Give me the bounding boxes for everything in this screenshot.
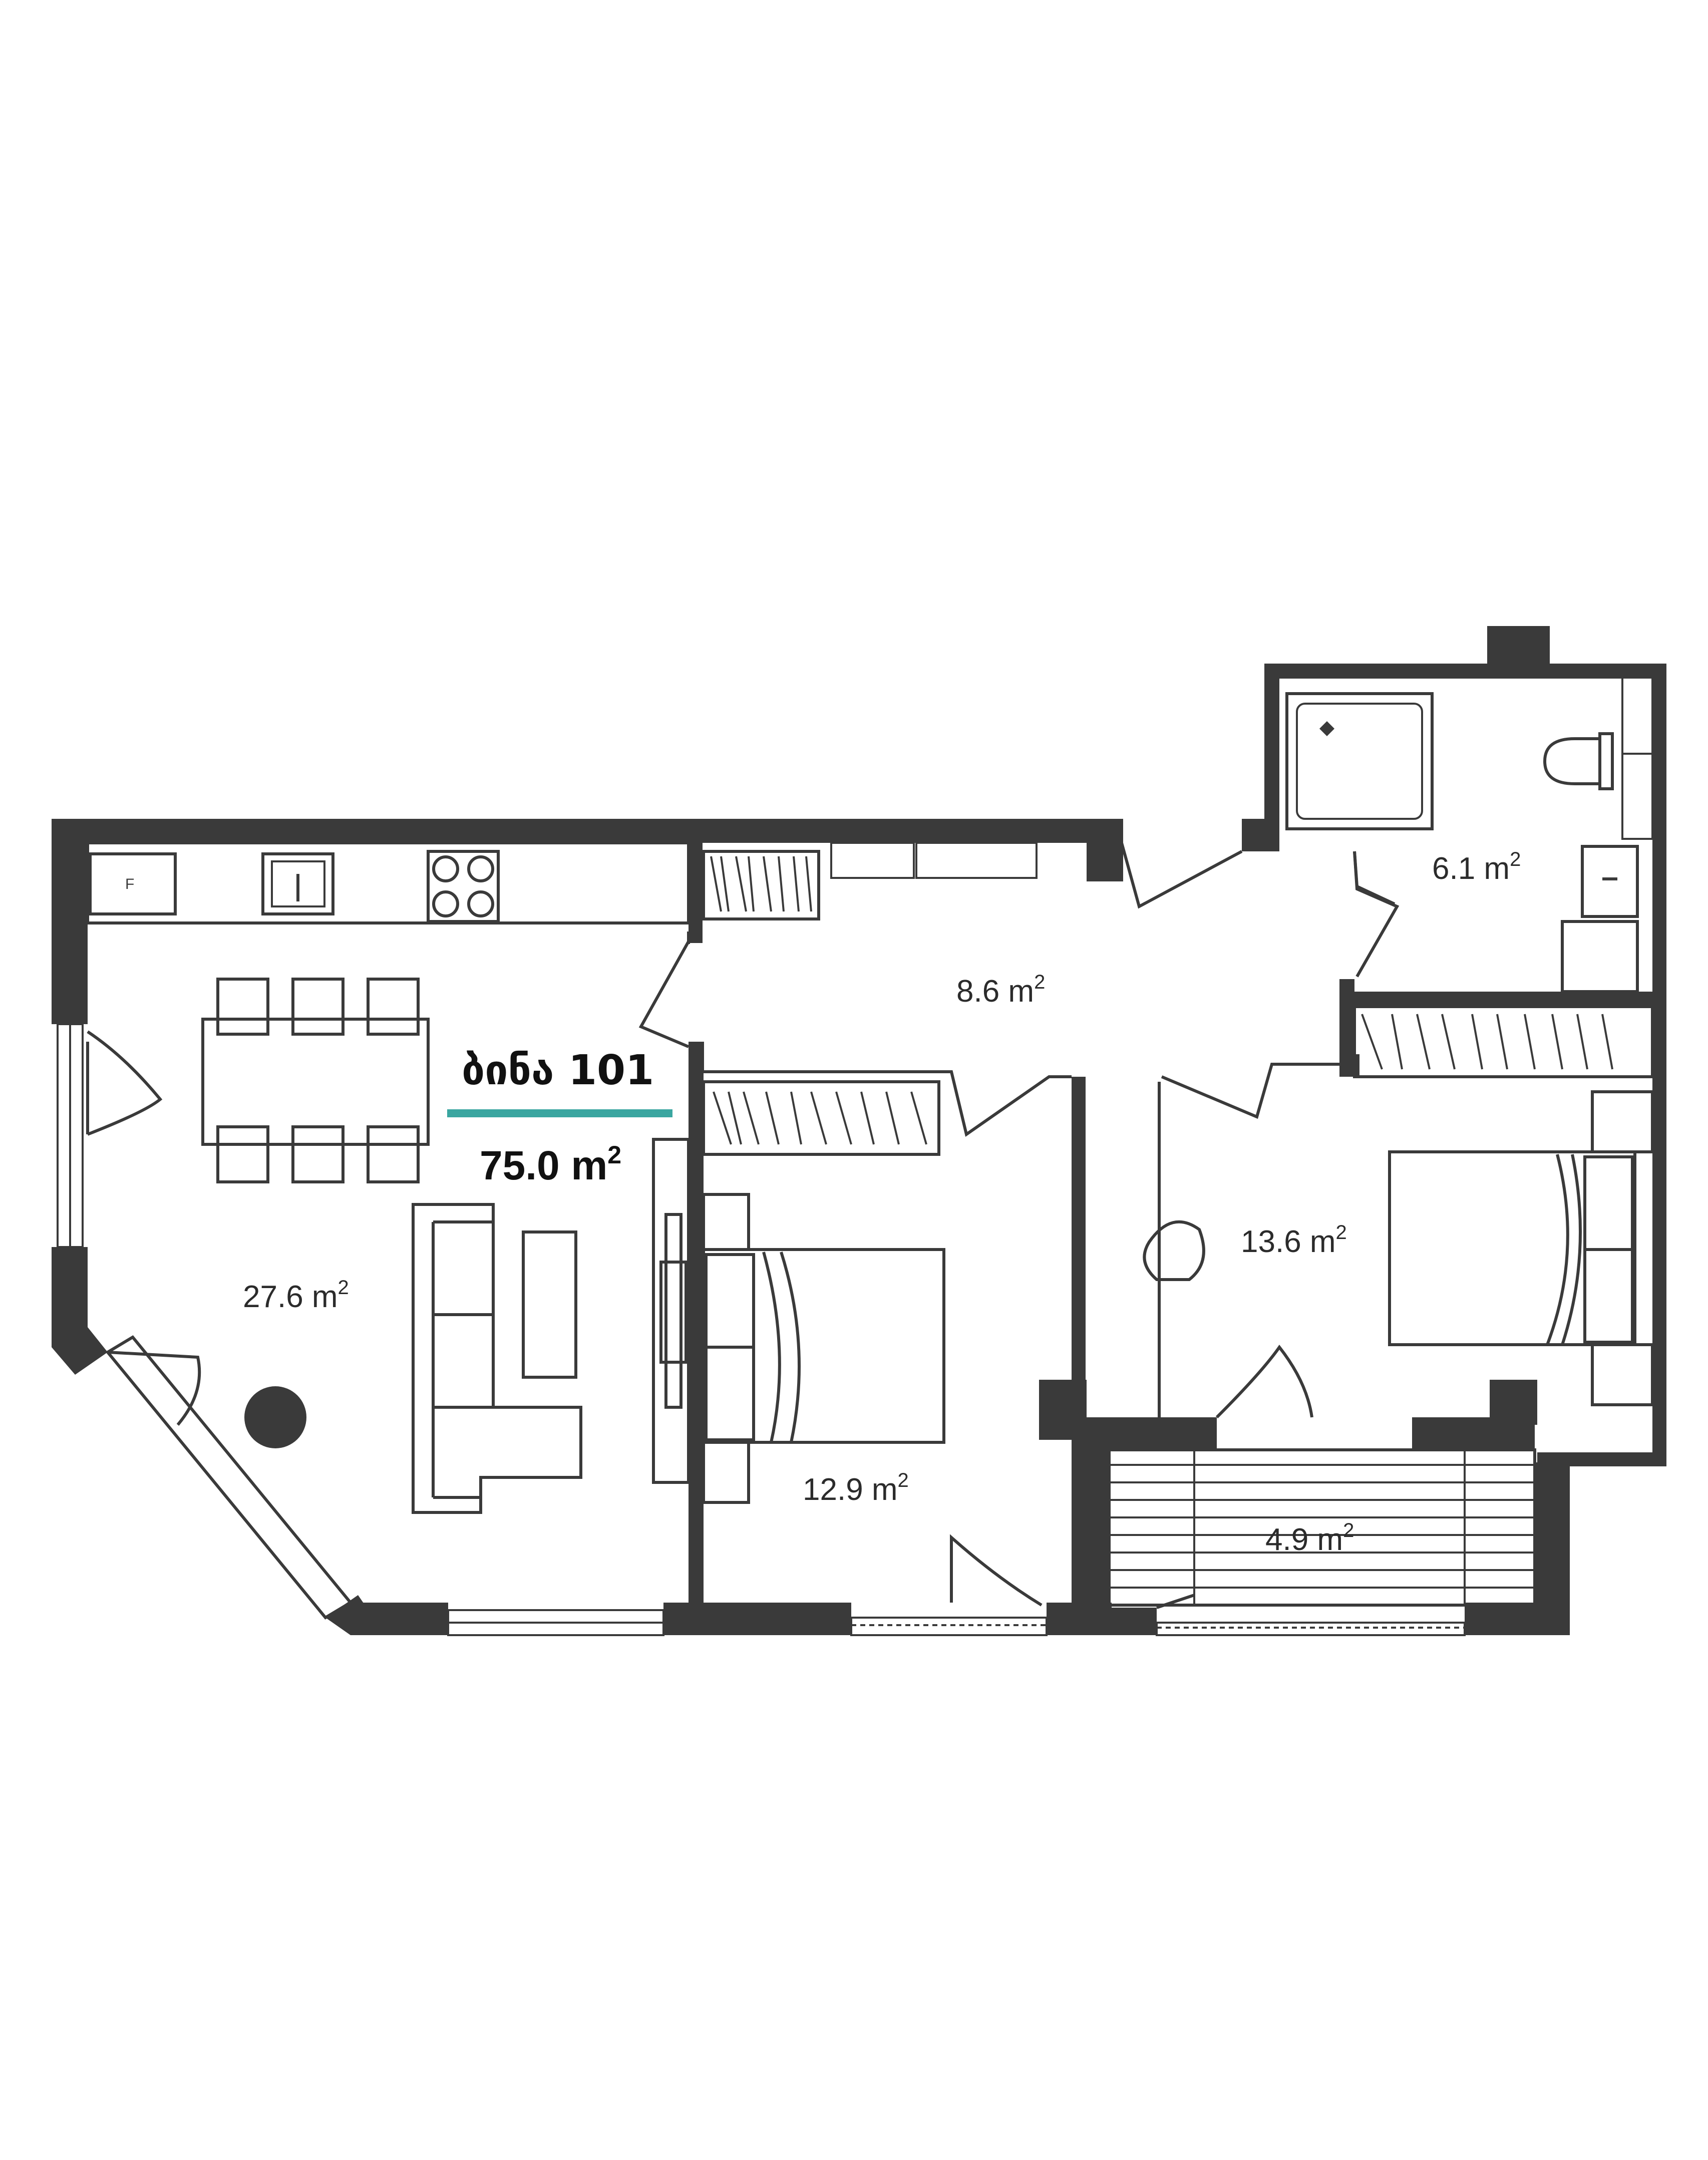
sink (261, 852, 334, 915)
sofa (412, 1203, 582, 1514)
dining-set (201, 978, 430, 1183)
windows (57, 673, 1653, 1636)
stove (427, 850, 500, 923)
bath-sink (1581, 845, 1639, 918)
wall-top-left-end (1087, 819, 1123, 881)
wall-diag-top (52, 1327, 108, 1375)
bed-1 (702, 1248, 945, 1444)
nightstand-2b (1591, 1343, 1654, 1406)
kitchen: F (86, 841, 820, 924)
title-accent-bar (447, 1109, 672, 1117)
room-area-bedroom2: 13.6 m2 (1241, 1221, 1347, 1259)
walls (52, 626, 1666, 1635)
wall-bath-stub (1242, 819, 1279, 851)
window-diagonal (105, 1335, 353, 1620)
kitchen-counter (86, 841, 690, 924)
wall-bottom-2 (663, 1603, 851, 1635)
dining-table (201, 1018, 430, 1146)
apartment-title: ბინა 101 (462, 1047, 654, 1094)
wall-top-left (52, 819, 1123, 843)
wardrobe-bedroom1 (702, 1080, 940, 1156)
nightstand-1a (702, 1193, 750, 1251)
wall-right-bottom (1537, 1452, 1666, 1466)
bedroom-1-furniture (702, 1080, 1043, 1607)
wall-bath-top (1264, 664, 1666, 679)
wardrobe-hall (702, 850, 820, 920)
wall-left-upper (52, 819, 88, 1024)
toilet (1543, 737, 1601, 785)
chair-bedroom2 (1143, 1220, 1205, 1281)
door-diag (107, 1351, 201, 1426)
wall-balcony-top-left (1072, 1417, 1217, 1450)
bathroom-fixtures (1285, 692, 1639, 993)
wall-right (1652, 664, 1666, 1462)
living-furniture (86, 1030, 690, 1514)
door-bedroom1 (950, 1534, 1043, 1607)
wardrobe-bedroom2 (1353, 1005, 1654, 1078)
window-top-hall-2 (915, 842, 1038, 879)
door-balcony (1156, 1594, 1195, 1609)
window-bottom-balcony (1156, 1622, 1466, 1636)
svg-text:F: F (125, 876, 134, 892)
room-area-bathroom: 6.1 m2 (1432, 848, 1521, 886)
nightstand-1b (702, 1441, 750, 1504)
wall-balcony-right (1535, 1462, 1570, 1635)
total-area: 75.0 m2 (480, 1141, 621, 1188)
labels: ბინა 101 75.0 m2 27.6 m2 8.6 m2 6.1 m2 1… (243, 848, 1521, 1557)
bed-2 (1388, 1150, 1636, 1346)
bedroom-2-furniture (1143, 1005, 1654, 1419)
room-area-balcony: 4.9 m2 (1265, 1519, 1354, 1557)
door-living (86, 1030, 163, 1136)
coffee-table (522, 1230, 577, 1379)
plant (244, 1386, 306, 1448)
wall-balcony-left (1072, 1417, 1109, 1635)
wall-hall-right-stub (1339, 1054, 1359, 1077)
room-area-hall: 8.6 m2 (956, 971, 1045, 1009)
wall-living-bedroom1 (689, 1042, 704, 1608)
wall-bath-bottom (1339, 992, 1652, 1006)
shower-drain (1319, 721, 1334, 736)
shower-tray (1285, 692, 1434, 830)
nightstand-2a (1591, 1090, 1654, 1153)
wall-bottom-1 (351, 1603, 448, 1635)
hall-outline (638, 842, 1400, 1137)
room-area-living: 27.6 m2 (243, 1277, 349, 1314)
wall-bath-inner (1339, 979, 1354, 1064)
wall-hall-left-stub (689, 843, 703, 943)
wall-bottom-4 (1109, 1608, 1157, 1635)
fridge (89, 852, 177, 915)
window-bath-right (1621, 673, 1653, 840)
tv-unit (652, 1138, 690, 1484)
door-bedroom2 (1215, 1344, 1313, 1419)
wall-pier-2 (1490, 1380, 1537, 1425)
window-bottom-bedroom1 (850, 1617, 1048, 1636)
room-area-bedroom1: 12.9 m2 (803, 1469, 909, 1507)
window-top-hall (830, 842, 915, 879)
bath-cabinet (1561, 920, 1639, 993)
balcony (1108, 1448, 1536, 1609)
wall-bath-vent (1487, 626, 1550, 679)
